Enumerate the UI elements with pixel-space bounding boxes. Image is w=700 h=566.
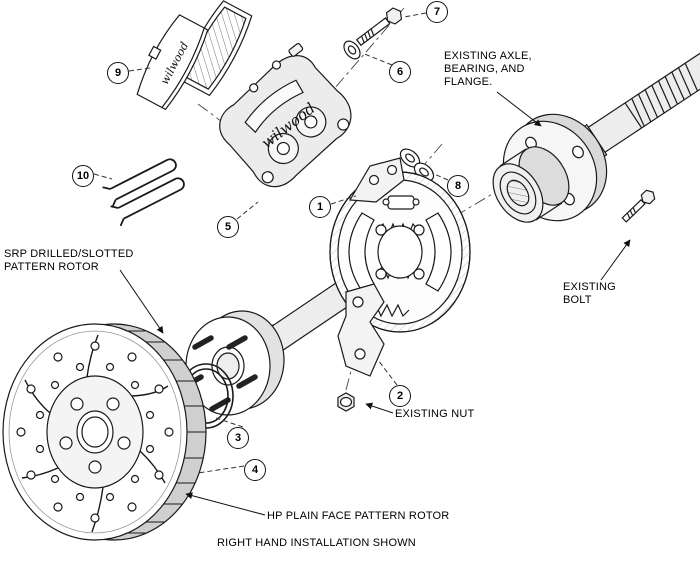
backing-plate-drawing [329,157,471,377]
callout-2: 2 [389,385,411,407]
callout-10-number: 10 [76,170,90,182]
callout-9: 9 [107,62,129,84]
caliper-drawing: wilwood [219,42,352,188]
callout-leader-lines [93,12,449,474]
label-leader-lines [119,91,631,516]
label-srp-rotor: SRP DRILLED/SLOTTED PATTERN ROTOR [4,248,134,273]
label-existing-bolt: EXISTING BOLT [563,281,616,306]
callout-8: 8 [447,175,469,197]
callout-6: 6 [389,61,411,83]
label-existing-nut: EXISTING NUT [395,408,475,420]
hub-adapter-drawing [182,310,285,416]
label-installation-note: RIGHT HAND INSTALLATION SHOWN [217,537,416,549]
callout-1: 1 [309,196,331,218]
existing-nut-drawing [337,392,355,412]
mounting-bolt-drawing [343,7,403,60]
axle-assembly-drawing [492,51,700,223]
callout-4-number: 4 [251,464,259,476]
callout-4: 4 [244,459,266,481]
callout-8-number: 8 [454,180,462,192]
callout-3-number: 3 [234,432,242,444]
callout-3: 3 [227,427,249,449]
callout-6-number: 6 [396,66,404,78]
brake-pads-drawing: wilwood [136,0,253,111]
rotor-drawing [2,323,207,541]
retainer-bracket-drawing [337,283,385,377]
retaining-clips-drawing [102,158,185,227]
callout-2-number: 2 [396,390,404,402]
callout-10: 10 [72,165,94,187]
callout-7: 7 [426,1,448,23]
washer-drawing [343,40,361,60]
callout-5-number: 5 [224,221,232,233]
label-existing-axle: EXISTING AXLE, BEARING, AND FLANGE. [444,50,532,88]
callout-7-number: 7 [433,6,441,18]
callout-5: 5 [217,216,239,238]
callout-1-number: 1 [316,201,324,213]
callout-9-number: 9 [114,67,122,79]
existing-bolt-drawing [621,189,656,223]
label-hp-rotor: HP PLAIN FACE PATTERN ROTOR [267,510,450,522]
